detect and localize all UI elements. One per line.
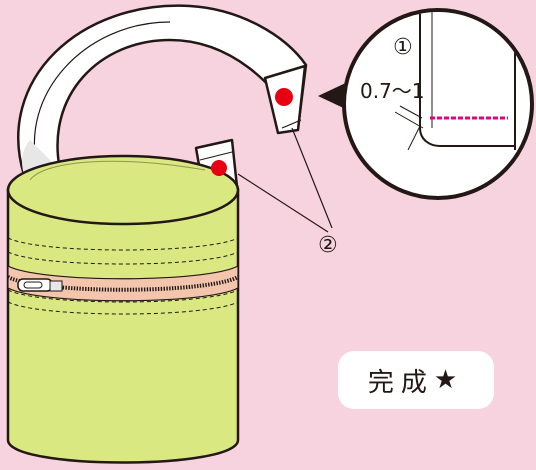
badge-text: 完成 — [367, 367, 434, 398]
star-icon: ★ — [433, 365, 465, 395]
detail-callout: ① 0.7～1 — [342, 8, 534, 200]
step2-label: ② — [318, 233, 338, 258]
snap-button-icon — [275, 88, 293, 106]
snap-button-icon — [211, 160, 227, 176]
measure-label: 0.7～1 — [360, 79, 425, 103]
zipper — [7, 265, 239, 302]
completion-badge: 完成 ★ — [338, 351, 494, 409]
zipper-pull-icon — [17, 278, 63, 292]
bag-body — [6, 154, 240, 464]
strap — [17, 4, 308, 177]
step1-label: ① — [393, 35, 413, 60]
leader-lines — [237, 127, 333, 233]
